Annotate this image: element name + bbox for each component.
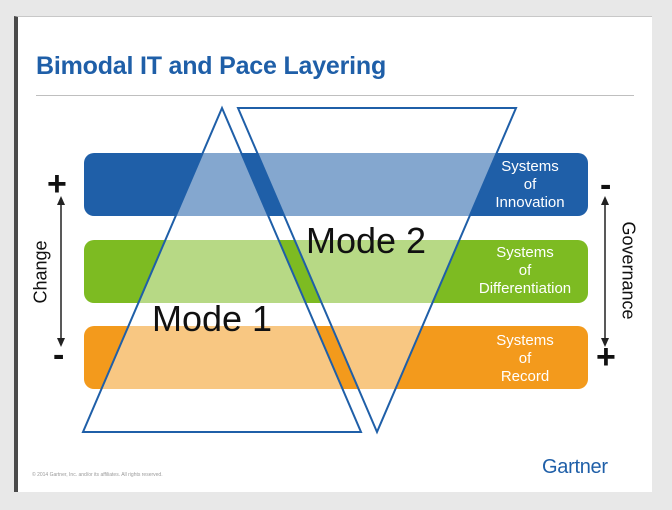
governance-plus-sign: + <box>596 338 616 376</box>
change-axis-arrowhead-down <box>57 338 65 347</box>
mode1-triangle-outline <box>81 105 363 433</box>
change-axis-label: Change <box>30 240 51 304</box>
change-plus-sign: + <box>47 165 67 203</box>
mode1-triangle-fill <box>84 153 361 389</box>
band-label-innovation: Systems of Innovation <box>460 158 600 212</box>
governance-axis-label: Governance <box>618 221 639 320</box>
band-label-line: Innovation <box>495 194 565 211</box>
mode2-triangle-fill <box>238 153 516 389</box>
band-label-line: Differentiation <box>478 280 572 297</box>
band-label-line: of <box>518 350 532 367</box>
band-record <box>84 326 588 389</box>
title-divider <box>36 95 634 96</box>
change-minus-sign: - <box>53 336 65 374</box>
governance-axis-arrowhead-down <box>601 338 609 347</box>
governance-minus-sign: - <box>600 166 612 204</box>
band-label-record: Systems of Record <box>455 332 595 386</box>
band-differentiation <box>84 240 588 303</box>
band-label-line: of <box>523 176 537 193</box>
governance-axis-arrowhead-up <box>601 196 609 205</box>
band-label-line: Systems <box>496 244 554 261</box>
band-innovation <box>84 153 588 216</box>
mode2-triangle-outline <box>236 107 518 435</box>
band-label-line: Systems <box>501 158 559 175</box>
copyright-note: © 2014 Gartner, Inc. and/or its affiliat… <box>32 472 163 478</box>
gartner-logo: Gartner <box>542 456 608 478</box>
mode1-label: Mode 1 <box>152 298 273 339</box>
mode2-label: Mode 2 <box>306 220 427 261</box>
band-label-line: Systems <box>496 332 554 349</box>
slide-title: Bimodal IT and Pace Layering <box>36 52 387 80</box>
band-label-line: of <box>518 262 532 279</box>
band-label-line: Record <box>500 368 550 385</box>
band-label-differentiation: Systems of Differentiation <box>455 244 595 298</box>
change-axis-arrowhead-up <box>57 196 65 205</box>
